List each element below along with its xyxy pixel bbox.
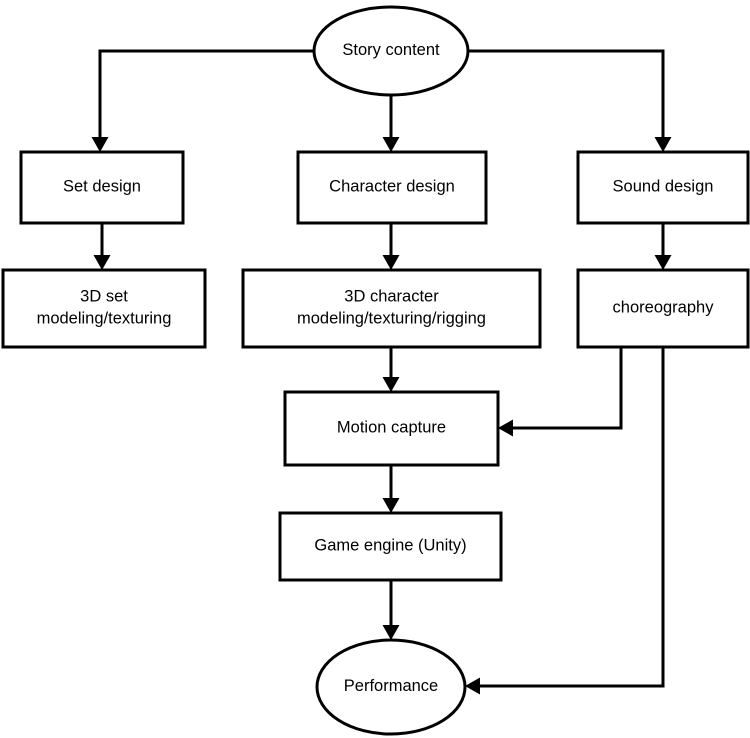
arrow-head	[382, 255, 400, 270]
edge-3d-character-to-motion-capture	[382, 347, 400, 392]
node-rect	[576, 150, 750, 225]
node-performance[interactable]: Performance	[315, 638, 467, 736]
node-story-content[interactable]: Story content	[312, 5, 470, 97]
arrow-head	[382, 498, 400, 513]
node-rect	[576, 268, 750, 349]
edge-story-to-character-design	[382, 95, 400, 152]
arrow-head	[382, 377, 400, 392]
node-label: Set design	[63, 178, 141, 196]
edge-line	[473, 347, 665, 688]
node-rect	[241, 268, 542, 349]
arrow-head	[382, 137, 400, 152]
node-choreography[interactable]: choreography	[576, 268, 750, 349]
node-ellipse	[315, 638, 467, 736]
arrow-head	[93, 255, 111, 270]
edge-line	[98, 49, 315, 146]
edge-set-design-to-3d-set	[93, 223, 111, 270]
node-set-design[interactable]: Set design	[19, 150, 185, 225]
node-character-design[interactable]: Character design	[296, 150, 488, 225]
edge-game-engine-to-performance	[382, 580, 400, 640]
node-rect	[1, 268, 207, 349]
edge-line	[468, 49, 665, 146]
edge-line	[506, 347, 623, 430]
arrow-head	[382, 625, 400, 640]
arrow-head	[498, 419, 513, 437]
node-sound-design[interactable]: Sound design	[576, 150, 750, 225]
node-label: choreography	[613, 299, 715, 317]
node-label: Motion capture	[337, 419, 446, 437]
edge-sound-design-to-choreography	[654, 223, 672, 270]
edge-motion-capture-to-game-engine	[382, 465, 400, 513]
edges-layer	[91, 49, 672, 695]
edge-choreography-to-performance	[465, 347, 665, 695]
edge-story-to-set-design	[91, 49, 315, 152]
edge-choreography-to-motion-capture	[498, 347, 623, 437]
node-game-engine[interactable]: Game engine (Unity)	[278, 511, 503, 582]
node-label: Character design	[329, 178, 455, 196]
node-rect	[296, 150, 488, 225]
node-label: Story content	[342, 41, 440, 59]
edge-character-design-to-3d-character	[382, 223, 400, 270]
node-ellipse	[312, 5, 470, 97]
node-rect	[278, 511, 503, 582]
arrow-head	[654, 137, 672, 152]
node-rect	[283, 390, 500, 467]
node-label: Performance	[344, 677, 438, 695]
arrow-head	[91, 137, 109, 152]
node-motion-capture[interactable]: Motion capture	[283, 390, 500, 467]
node-rect	[19, 150, 185, 225]
node-label: Game engine (Unity)	[314, 537, 466, 555]
edge-story-to-sound-design	[468, 49, 672, 152]
arrow-head	[654, 255, 672, 270]
arrow-head	[465, 677, 480, 695]
node-label: Sound design	[613, 178, 714, 196]
